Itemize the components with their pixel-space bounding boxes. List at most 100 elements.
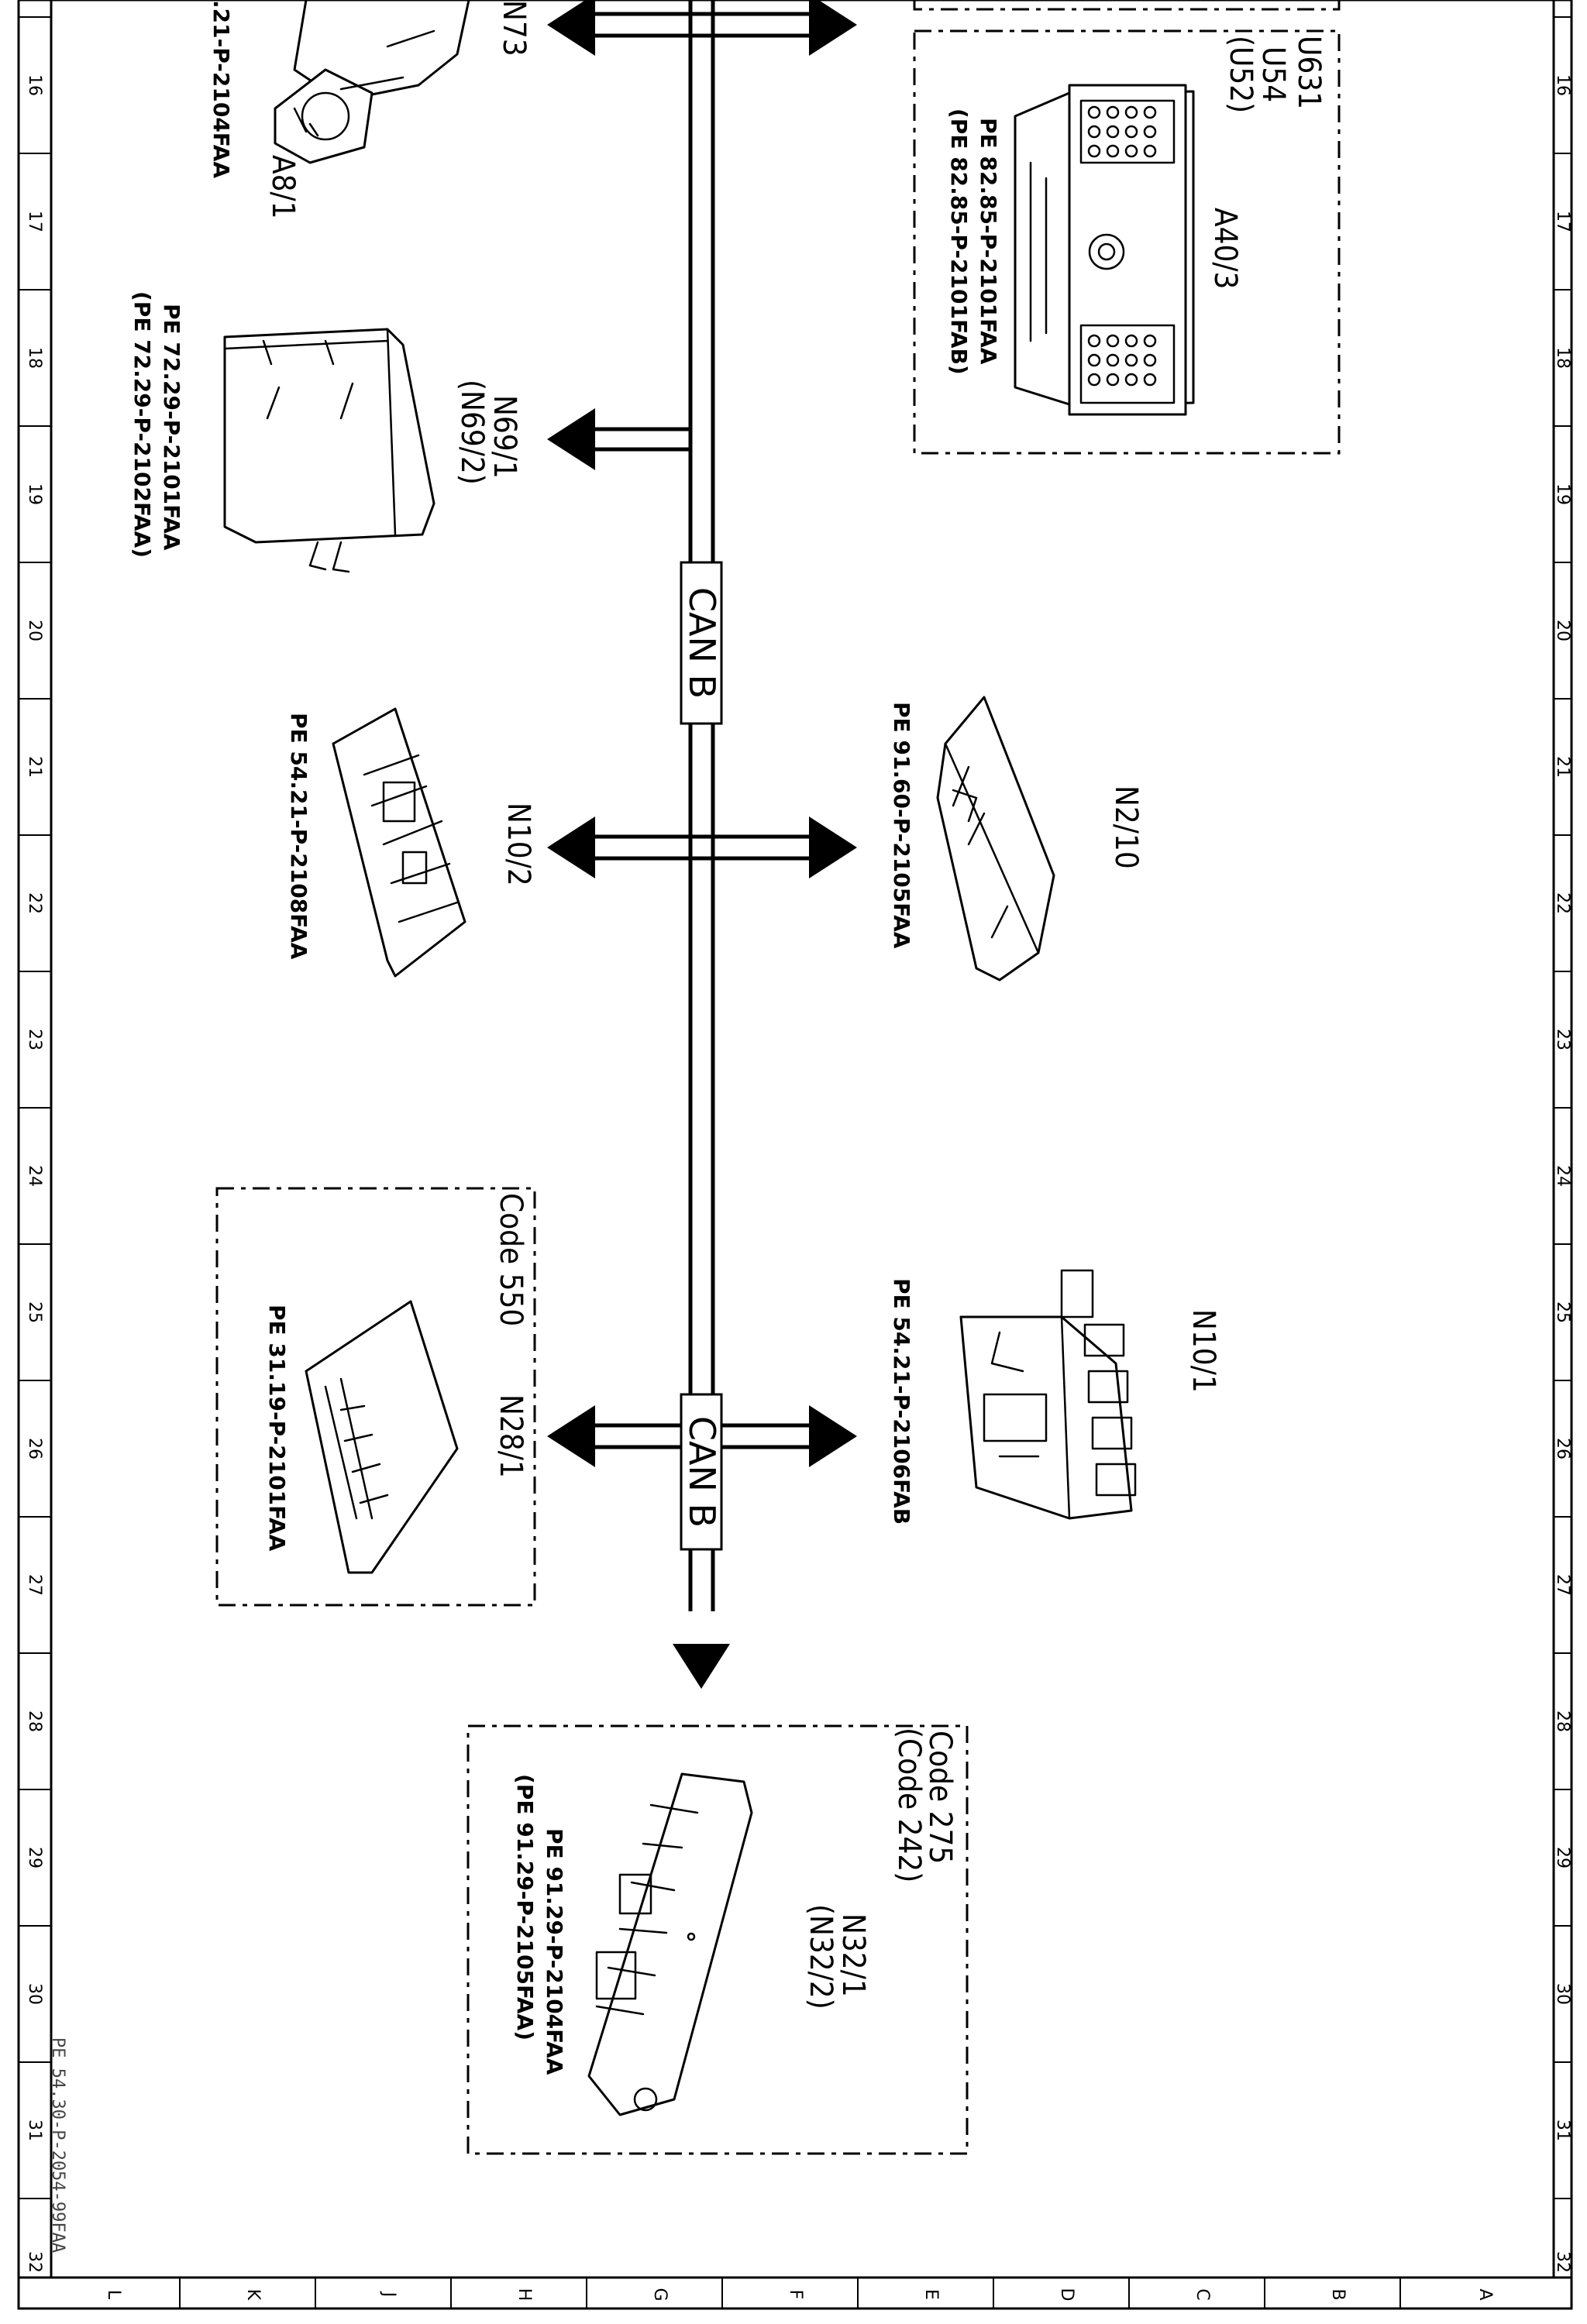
n32-1-ref-1: PE 91.29-P-2104FAA xyxy=(542,1828,567,2075)
col-19: 19 xyxy=(25,483,44,505)
n32-2-label: (N32/2) xyxy=(803,1904,838,2009)
col-20-right: 20 xyxy=(1553,620,1572,641)
col-23: 23 xyxy=(25,1029,44,1050)
connector-module-icon xyxy=(959,1269,1137,1520)
component-n28-1: Code 550 N28/1 PE 31.19-P-2101FAA xyxy=(215,1187,536,1607)
col-17: 17 xyxy=(25,211,44,232)
u631-dashed-box xyxy=(913,29,1341,455)
can-b-label-top: CAN B xyxy=(680,561,723,725)
col-21-right: 21 xyxy=(1553,756,1572,778)
col-22-right: 22 xyxy=(1553,892,1572,914)
arrow-to-n2-10 xyxy=(809,816,857,878)
col-30: 30 xyxy=(25,1983,44,2005)
row-F: F xyxy=(786,2290,805,2300)
svg-text:CAN B: CAN B xyxy=(681,1416,723,1528)
u54-code: U54 xyxy=(1255,46,1291,102)
n2-10-label: N2/10 xyxy=(1108,786,1144,869)
can-b-bus xyxy=(573,0,814,1611)
col-24-right: 24 xyxy=(1553,1165,1572,1187)
ignition-switch-icon xyxy=(274,0,470,164)
row-B: B xyxy=(1328,2288,1348,2300)
u52-code: (U52) xyxy=(1223,36,1258,113)
code-275-label: Code 275 xyxy=(922,1731,958,1864)
n10-1-label: N10/1 xyxy=(1186,1309,1221,1393)
can-b-label-bottom: CAN B xyxy=(680,1393,723,1551)
arrow-to-n28-1 xyxy=(547,1405,595,1467)
col-23-right: 23 xyxy=(1553,1029,1572,1050)
code-275-dashed-box xyxy=(466,1724,969,2155)
col-18-right: 18 xyxy=(1553,347,1572,369)
col-25: 25 xyxy=(25,1301,44,1323)
n69-1-ref-2: (PE 72.29-P-2102FAA) xyxy=(129,291,155,558)
n10-2-label: N10/2 xyxy=(501,803,536,886)
component-n32-1: Code 275 (Code 242) N32/1 (N32/2) PE 91.… xyxy=(466,1724,969,2155)
row-K: K xyxy=(243,2289,263,2301)
column-numbers-right: 16 17 18 19 20 21 22 23 24 25 26 27 28 2… xyxy=(1553,74,1572,2273)
control-module-icon xyxy=(223,328,435,573)
column-numbers-left: 16 17 18 19 20 21 22 23 24 25 26 27 28 2… xyxy=(25,74,44,2273)
col-26: 26 xyxy=(25,1438,44,1459)
col-17-right: 17 xyxy=(1553,211,1572,232)
a40-3-label: A40/3 xyxy=(1207,208,1243,289)
a40-3-ref-1: PE 82.85-P-2101FAA xyxy=(976,118,1001,365)
u631-top-dashed-box xyxy=(913,0,1341,11)
arrow-down-continuation xyxy=(673,1644,730,1689)
col-31: 31 xyxy=(25,2119,44,2141)
col-32: 32 xyxy=(25,2251,44,2273)
a8-1-ref: .21-P-2104FAA xyxy=(208,0,234,178)
arrow-to-n10-1 xyxy=(809,1405,857,1467)
col-32-right: 32 xyxy=(1553,2251,1572,2273)
n69-2-label: (N69/2) xyxy=(454,380,490,485)
col-20: 20 xyxy=(25,620,44,641)
col-27: 27 xyxy=(25,1574,44,1596)
col-28-right: 28 xyxy=(1553,1710,1572,1732)
row-letters-bottom: L K J H G F E D C B A xyxy=(104,2288,1495,2301)
n73-label: N73 xyxy=(496,0,532,57)
col-26-right: 26 xyxy=(1553,1438,1572,1459)
col-29: 29 xyxy=(25,1847,44,1868)
col-18: 18 xyxy=(25,347,44,369)
code-550-dashed-box xyxy=(215,1187,536,1607)
sam-module-icon xyxy=(332,707,466,978)
code-242-label: (Code 242) xyxy=(891,1728,927,1882)
n73-label-a8-1: A8/1 xyxy=(265,155,301,219)
component-a8-1: A8/1 .21-P-2104FAA xyxy=(208,0,470,219)
radio-unit-icon xyxy=(1014,84,1195,416)
column-ticks-right xyxy=(1554,16,1572,2199)
col-29-right: 29 xyxy=(1553,1847,1572,1868)
col-24: 24 xyxy=(25,1165,44,1187)
seat-control-module-icon xyxy=(587,1772,753,2116)
row-C: C xyxy=(1193,2288,1212,2300)
component-n10-1: N10/1 PE 54.21-P-2106FAB xyxy=(889,1269,1221,1525)
component-a40-3: U631 U54 (U52) A40/3 PE 82.85-P-2101FAA xyxy=(913,0,1341,455)
n69-1-label: N69/1 xyxy=(487,395,522,479)
component-n10-2: N10/2 PE 54.21-P-2108FAA xyxy=(286,707,536,978)
row-L: L xyxy=(104,2290,123,2300)
col-22: 22 xyxy=(25,892,44,914)
arrow-to-u631 xyxy=(809,0,857,56)
col-30-right: 30 xyxy=(1553,1983,1572,2005)
col-25-right: 25 xyxy=(1553,1301,1572,1323)
arrow-to-n73 xyxy=(547,0,595,56)
row-J: J xyxy=(379,2291,398,2298)
row-E: E xyxy=(921,2289,941,2300)
col-16: 16 xyxy=(25,74,44,96)
row-ticks-bottom xyxy=(179,2278,1401,2309)
u631-code: U631 xyxy=(1291,36,1327,109)
n69-1-ref-1: PE 72.29-P-2101FAA xyxy=(159,304,184,551)
row-G: G xyxy=(650,2288,670,2301)
code-550-label: Code 550 xyxy=(493,1193,528,1326)
arrow-to-n69-1 xyxy=(547,408,595,470)
col-21: 21 xyxy=(25,756,44,778)
n28-1-label: N28/1 xyxy=(493,1394,528,1478)
n2-10-ref: PE 91.60-P-2105FAA xyxy=(889,702,914,949)
trailer-module-icon xyxy=(305,1300,459,1574)
col-31-right: 31 xyxy=(1553,2119,1572,2141)
n10-1-ref: PE 54.21-P-2106FAB xyxy=(889,1278,914,1525)
col-27-right: 27 xyxy=(1553,1574,1572,1596)
n32-1-label: N32/1 xyxy=(835,1913,871,1997)
a40-3-ref-2: (PE 82.85-P-2101FAB) xyxy=(946,108,972,375)
n32-1-ref-2: (PE 91.29-P-2105FAA) xyxy=(512,1774,538,2040)
arrow-to-n10-2 xyxy=(547,816,595,878)
